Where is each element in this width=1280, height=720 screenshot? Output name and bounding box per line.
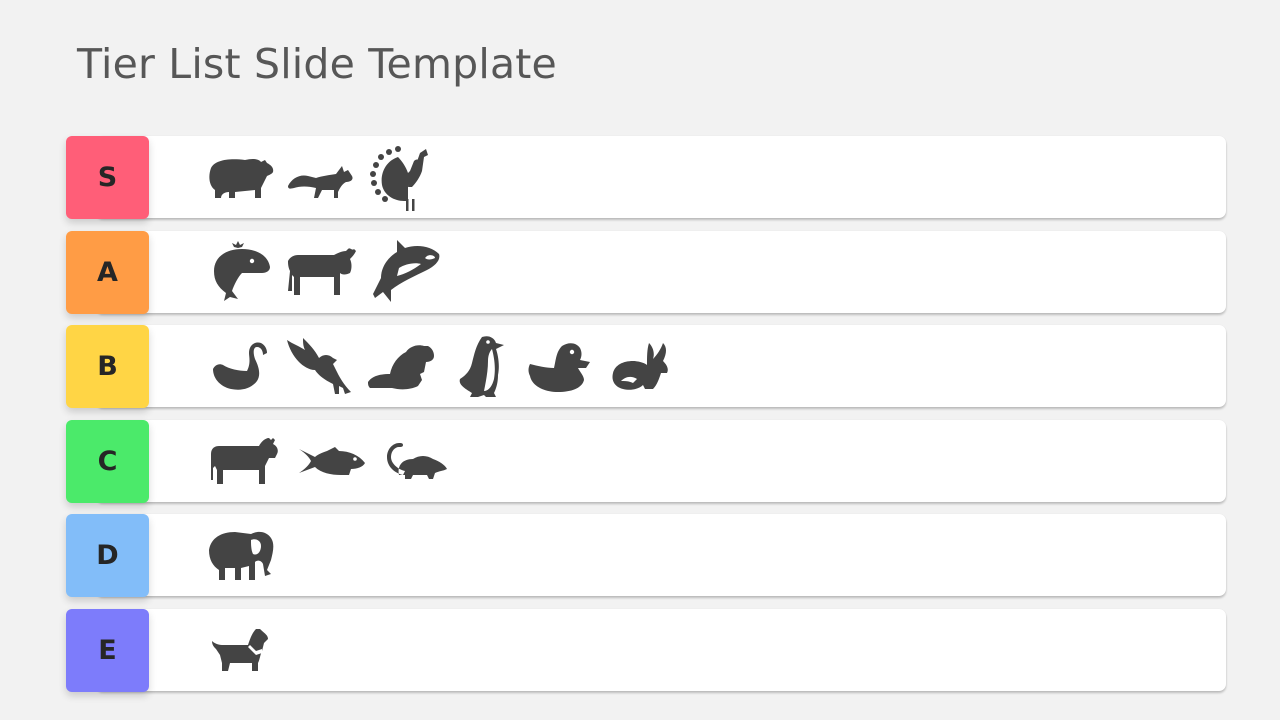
orca-icon[interactable] [368,238,442,306]
tier-bar-e[interactable] [96,608,1226,691]
tier-bar-a[interactable] [96,230,1226,313]
fox-icon[interactable] [282,144,360,212]
tier-items-d [204,514,282,597]
tier-label-d: D [66,514,149,597]
cow-icon[interactable] [204,427,284,495]
tier-bar-d[interactable] [96,514,1226,596]
page-title: Tier List Slide Template [77,40,557,88]
peacock-icon[interactable] [366,144,438,212]
tier-row-c: C [66,419,1226,503]
tier-label-c: C [66,419,149,503]
elephant-icon[interactable] [204,522,276,590]
duck-icon[interactable] [520,333,600,401]
mouse-icon[interactable] [380,427,452,495]
tier-label-a: A [66,230,149,314]
bear-icon[interactable] [204,144,276,212]
tier-row-d: D [66,514,1226,597]
tier-row-s: S [66,136,1226,219]
tier-bar-c[interactable] [96,419,1226,502]
rabbit-icon[interactable] [606,333,674,401]
tier-label-b: B [66,325,149,408]
tier-row-b: B [66,325,1226,408]
beaver-icon[interactable] [364,333,440,401]
tier-items-b [204,325,680,408]
tier-row-e: E [66,608,1226,692]
tier-items-c [204,420,458,503]
tier-items-e [204,609,282,692]
whale-icon[interactable] [204,238,276,306]
dog-icon[interactable] [204,616,276,684]
tier-row-a: A [66,230,1226,314]
tier-bar-s[interactable] [96,136,1226,218]
tier-items-s [204,136,444,219]
tier-list: S A B [66,136,1226,703]
tier-items-a [204,231,448,314]
tier-label-s: S [66,136,149,219]
eagle-icon[interactable] [282,333,358,401]
penguin-icon[interactable] [446,333,514,401]
tier-label-e: E [66,608,149,692]
bull-icon[interactable] [282,238,362,306]
fish-icon[interactable] [290,427,374,495]
swan-icon[interactable] [204,333,276,401]
